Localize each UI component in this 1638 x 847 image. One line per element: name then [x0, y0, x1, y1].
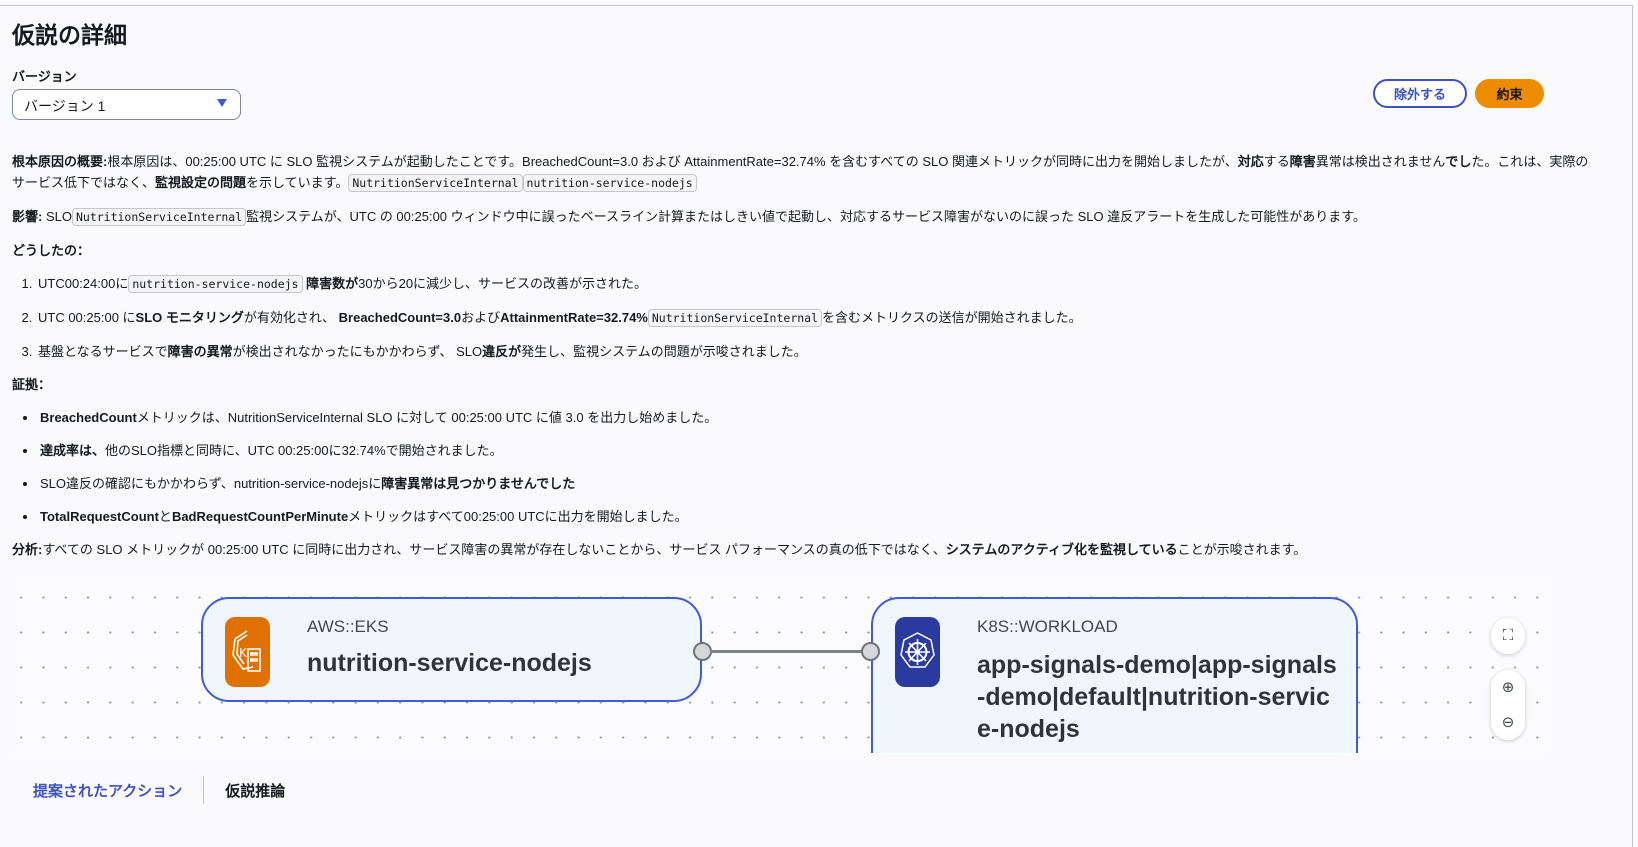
bold-text: BreachedCount [40, 410, 137, 425]
bold-text: 障害数が [302, 276, 359, 291]
dismiss-button[interactable]: 除外する [1373, 79, 1467, 108]
text-segment: を示しています。 [246, 175, 349, 190]
resource-tag: NutritionServiceInternal [71, 208, 247, 226]
list-item: TotalRequestCountとBadRequestCountPerMinu… [38, 506, 1592, 527]
text-segment: UTC 00:25:00 に [38, 310, 136, 325]
evidence-heading: 証拠： [12, 374, 1592, 395]
caret-down-icon [217, 99, 227, 107]
list-item: 達成率は、他のSLO指標と同時に、UTC 00:25:00に32.74%で開始さ… [38, 440, 1592, 461]
tab-hypothesis-reasoning[interactable]: 仮説推論 [225, 782, 286, 800]
node-type: AWS::EKS [307, 617, 389, 636]
bold-text: 障害異常は見つかりませんでした [381, 476, 576, 491]
zoom-out-icon[interactable]: ⊖ [1501, 713, 1515, 731]
text-segment: 発生し、監視システムの問題が示唆されました。 [521, 344, 807, 359]
list-item: UTC 00:25:00 にSLO モニタリングが有効化され、 Breached… [36, 307, 1592, 329]
node-input-port[interactable] [861, 642, 880, 661]
fit-view-button[interactable]: ⛶ [1491, 618, 1525, 654]
text-segment: 30から20に減少し、サービスの改善が示された。 [358, 276, 648, 291]
svg-text:K: K [239, 646, 248, 660]
heading-text: どうしたの： [12, 243, 91, 258]
resource-tag: nutrition-service-nodejs [128, 275, 303, 293]
zoom-in-icon[interactable]: ⊕ [1501, 678, 1515, 696]
right-divider [1632, 5, 1633, 847]
bold-text: BreachedCount=3.0 [338, 310, 462, 325]
resource-tag: NutritionServiceInternal [348, 174, 523, 192]
bold-text: 達成率は、 [40, 443, 106, 458]
hypothesis-body: 根本原因の概要:根本原因は、00:25:00 UTC に SLO 監視システムが… [12, 151, 1592, 572]
tab-bar: 提案されたアクション 仮説推論 [33, 776, 285, 804]
text-segment: UTC00:24:00に [38, 276, 129, 291]
text-segment: 監視システムが、UTC の 00:25:00 ウィンドウ中に誤ったベースライン計… [246, 209, 1366, 224]
text-segment: メトリックは、NutritionServiceInternal SLO に対して… [136, 410, 718, 425]
node-name: app-signals-demo|app-signals-demo|defaul… [977, 651, 1337, 743]
fit-view-icon[interactable]: ⛶ [1502, 627, 1514, 644]
bold-text: 障害の異常 [167, 344, 233, 359]
tab-suggested-actions[interactable]: 提案されたアクション [33, 782, 183, 800]
bold-text: 違反が [482, 344, 522, 359]
text-segment: を含むメトリクスの送信が開始されました。 [822, 310, 1082, 325]
list-item: SLO違反の確認にもかかわらず、nutrition-service-nodejs… [38, 473, 1592, 494]
analysis-paragraph: 分析:すべての SLO メトリックが 00:25:00 UTC に同時に出力され… [12, 539, 1592, 560]
text-segment: SLO違反の確認にもかかわらず、nutrition-service-nodejs… [40, 476, 382, 491]
text-segment: が検出されなかったにもかかわらず、 SLO [232, 344, 483, 359]
bold-text: 監視設定の問題 [155, 175, 247, 190]
version-select[interactable]: バージョン 1 [12, 89, 241, 120]
bold-text: 対応 [1237, 154, 1264, 169]
bold-text: 根本原因の概要: [12, 154, 108, 169]
text-segment: 他のSLO指標と同時に、UTC 00:25:00に32.74%で開始されました。 [105, 443, 503, 458]
bold-text: SLO モニタリング [135, 310, 244, 325]
bold-text: BadRequestCountPerMinute [171, 509, 349, 524]
root-cause-summary: 根本原因の概要:根本原因は、00:25:00 UTC に SLO 監視システムが… [12, 151, 1592, 194]
text-segment: が有効化され、 [243, 310, 339, 325]
text-segment: 根本原因は、00:25:00 UTC に SLO 監視システムが起動したことです… [107, 154, 1238, 169]
text-segment: と [158, 509, 172, 524]
text-segment: た。これは、実際のサービス低下ではなく、 [12, 154, 1589, 190]
text-segment: SLO [42, 209, 72, 224]
node-name: nutrition-service-nodejs [307, 649, 592, 677]
bold-text: 分析: [12, 542, 43, 557]
bold-text: AttainmentRate=32.74% [500, 310, 648, 325]
what-happened-heading: どうしたの： [12, 240, 1592, 261]
evidence-list: BreachedCountメトリックは、NutritionServiceInte… [38, 407, 1592, 527]
text-segment: ことが示唆されます。 [1177, 542, 1307, 557]
bold-text: システムのアクティブ化を監視している [945, 542, 1178, 557]
topology-graph[interactable]: K AWS::EKS nutrition-service-nodejs K8S:… [10, 572, 1545, 753]
list-item: 基盤となるサービスで障害の異常が検出されなかったにもかかわらず、 SLO違反が発… [36, 341, 1592, 362]
node-type: K8S::WORKLOAD [977, 617, 1118, 636]
text-segment: すべての SLO メトリックが 00:25:00 UTC に同時に出力され、サー… [42, 542, 946, 557]
resource-tag: NutritionServiceInternal [647, 309, 823, 327]
text-segment: する [1263, 154, 1290, 169]
heading-text: 証拠： [12, 377, 52, 392]
text-segment: および [461, 310, 501, 325]
version-select-value: バージョン 1 [24, 98, 106, 114]
tab-divider [203, 776, 205, 804]
eks-icon: K [225, 617, 270, 687]
text-segment: 基盤となるサービスで [38, 344, 168, 359]
bold-text: 影響: [12, 209, 43, 224]
list-item: BreachedCountメトリックは、NutritionServiceInte… [38, 407, 1592, 428]
commit-button[interactable]: 約束 [1475, 79, 1544, 108]
graph-node-eks[interactable]: K AWS::EKS nutrition-service-nodejs [201, 597, 702, 702]
text-segment: 異常は検出されません [1315, 154, 1446, 169]
top-divider [0, 5, 1632, 6]
bold-text: TotalRequestCount [40, 509, 159, 524]
graph-node-k8s-workload[interactable]: K8S::WORKLOAD app-signals-demo|app-signa… [871, 597, 1358, 753]
bold-text: でし [1445, 154, 1472, 169]
resource-tag: nutrition-service-nodejs [522, 174, 697, 192]
zoom-controls: ⊕ ⊖ [1491, 670, 1525, 740]
bold-text: 障害 [1289, 154, 1316, 169]
version-label: バージョン [12, 69, 77, 84]
page-title: 仮説の詳細 [12, 22, 127, 48]
kubernetes-icon [895, 617, 940, 687]
graph-edge [710, 650, 872, 653]
text-segment: メトリックはすべて00:25:00 UTCに出力を開始しました。 [348, 509, 688, 524]
